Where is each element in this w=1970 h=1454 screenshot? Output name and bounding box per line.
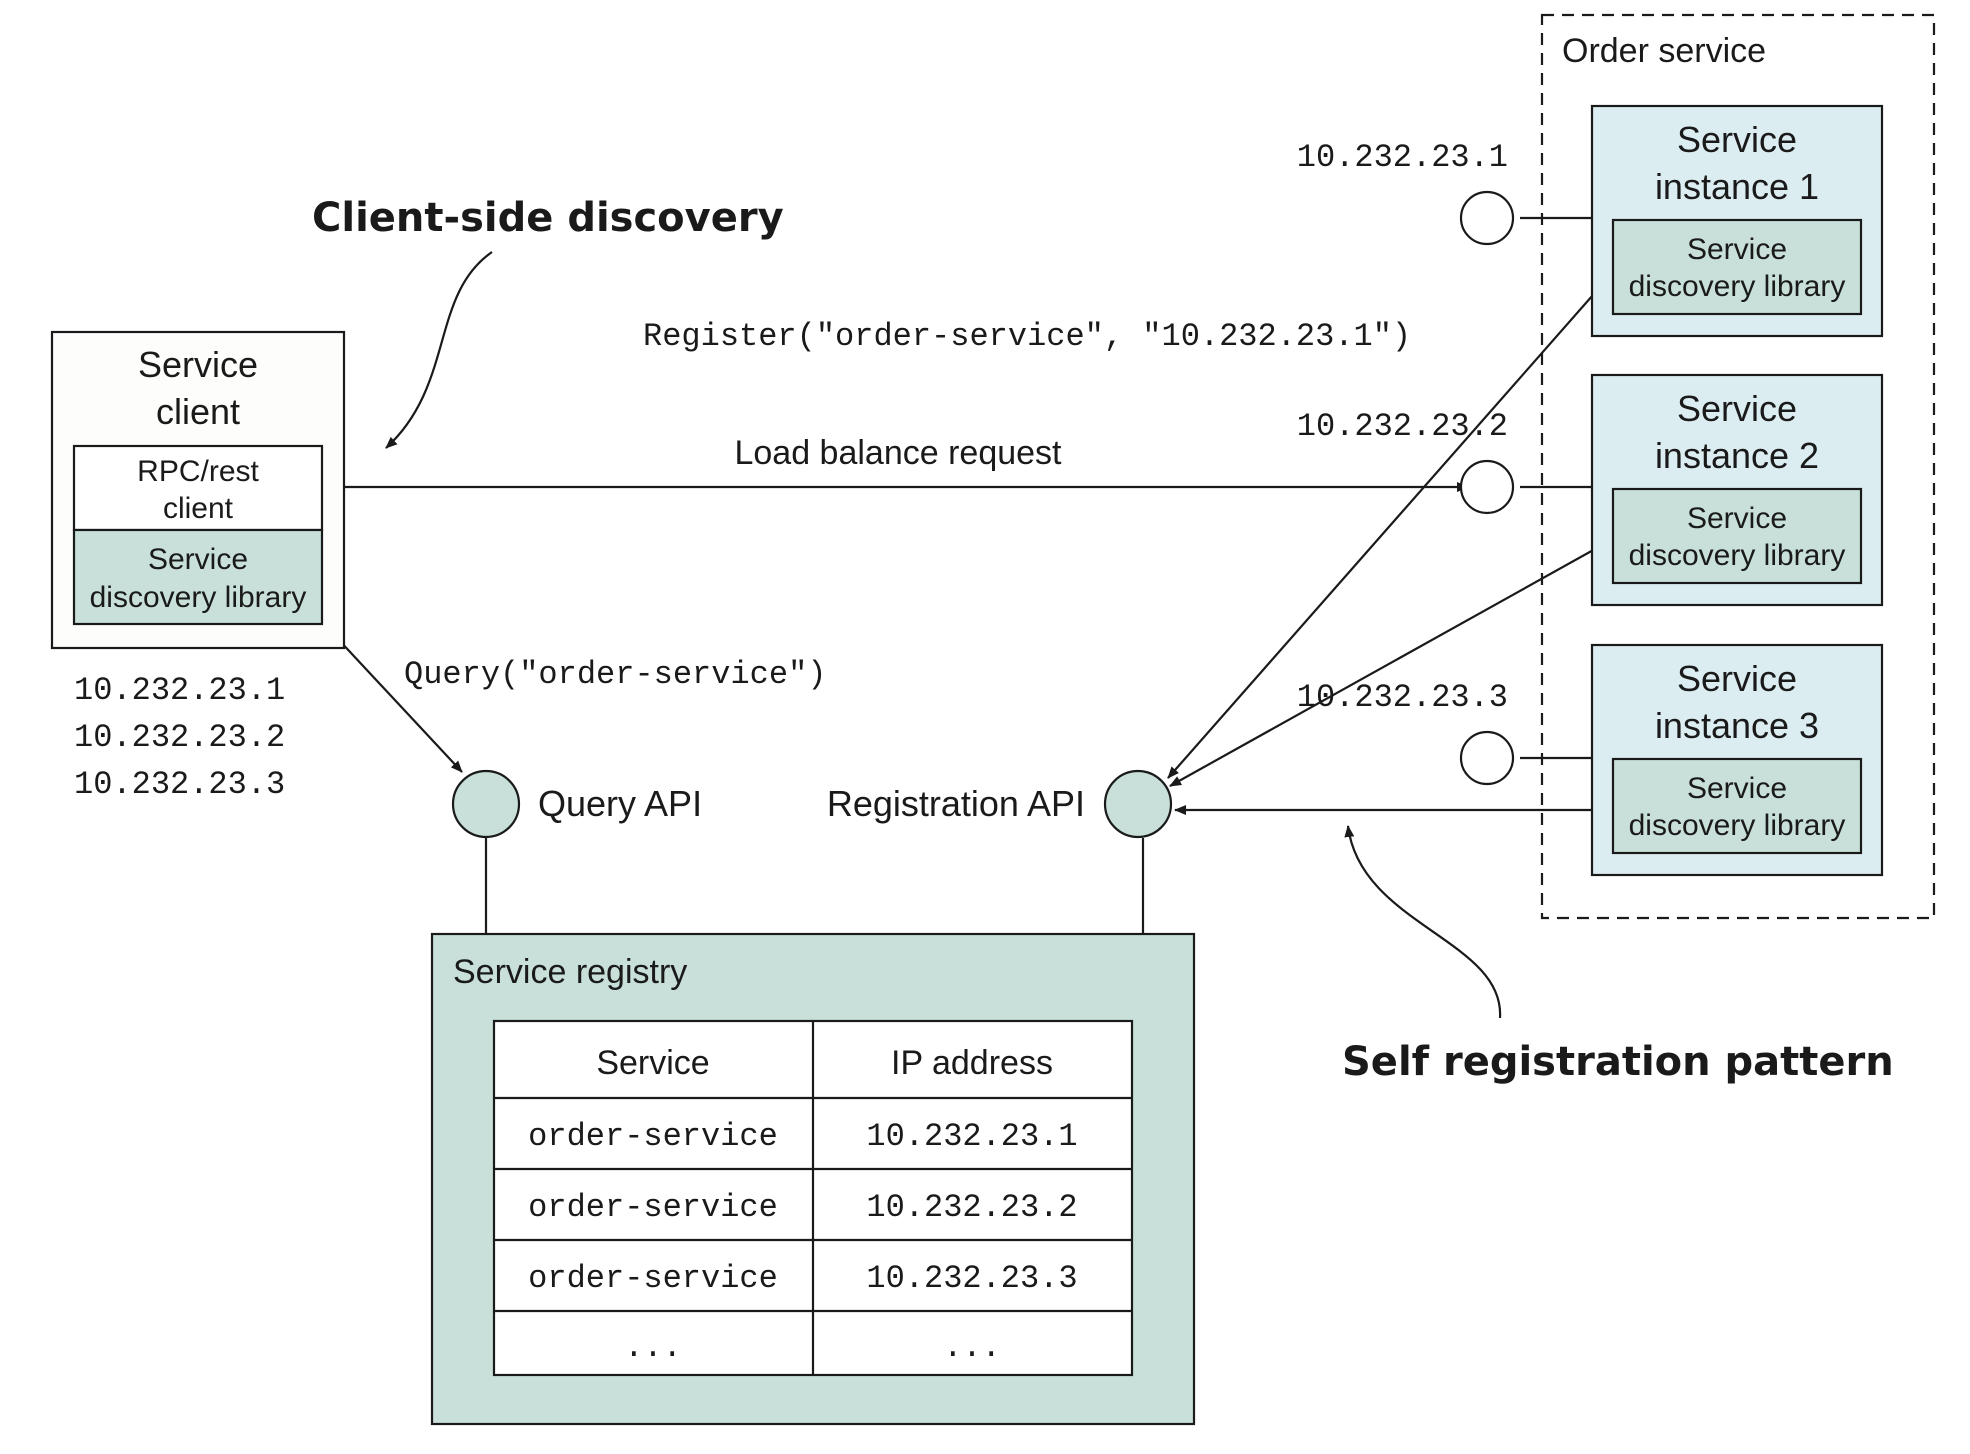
instance-2-port [1459, 459, 1515, 515]
instance-3-ip: 10.232.23.3 [1297, 679, 1508, 716]
instance-1-library-line2: discovery library [1629, 270, 1846, 303]
client-library-label-line1: Service [148, 543, 248, 576]
query-arrow [323, 623, 463, 773]
query-api-port [451, 769, 521, 839]
instance-2-library-line1: Service [1687, 502, 1787, 535]
instance-3-title-line2: instance 3 [1655, 705, 1819, 746]
table-header-ip: IP address [891, 1044, 1053, 1082]
instance-2-title-line1: Service [1677, 388, 1797, 429]
client-ip-3: 10.232.23.3 [74, 766, 285, 803]
table-row-2-ip: 10.232.23.2 [866, 1189, 1077, 1226]
table-header-service: Service [596, 1044, 709, 1082]
order-service-title: Order service [1562, 32, 1766, 70]
instance-2-library-line2: discovery library [1629, 539, 1846, 572]
instance-2-discovery-library [1611, 487, 1863, 585]
instance-2-ip: 10.232.23.2 [1297, 408, 1508, 445]
table-row-1-ip: 10.232.23.1 [866, 1118, 1077, 1155]
instance-1-title-line2: instance 1 [1655, 166, 1819, 207]
table-row-1-service: order-service [528, 1118, 778, 1155]
instance-1-ip: 10.232.23.1 [1297, 139, 1508, 176]
instance-3-port [1459, 730, 1515, 786]
table-row-4-ip: ... [943, 1329, 1001, 1366]
instance-1-discovery-library [1611, 218, 1863, 316]
query-call-label: Query("order-service") [404, 656, 826, 693]
client-ip-2: 10.232.23.2 [74, 719, 285, 756]
service-instance-1: Service instance 1 Service discovery lib… [1590, 104, 1884, 338]
table-row-4-service: ... [624, 1329, 682, 1366]
client-ip-1: 10.232.23.1 [74, 672, 285, 709]
instance-1-library-line1: Service [1687, 233, 1787, 266]
service-registry-title: Service registry [453, 953, 687, 991]
self-registration-pointer [1344, 825, 1502, 1019]
service-instance-3: Service instance 3 Service discovery lib… [1590, 643, 1884, 877]
self-registration-title: Self registration pattern [1342, 1039, 1894, 1085]
instance-2-title-line2: instance 2 [1655, 435, 1819, 476]
connectors [323, 216, 1623, 1019]
table-row-3-service: order-service [528, 1260, 778, 1297]
registry-table: Service IP address order-service 10.232.… [492, 1019, 1134, 1377]
table-row-3-ip: 10.232.23.3 [866, 1260, 1077, 1297]
rpc-rest-label-line2: client [163, 492, 234, 525]
client-ip-list: 10.232.23.1 10.232.23.2 10.232.23.3 [74, 672, 285, 803]
service-registry: Service registry Service IP address orde… [430, 932, 1196, 1426]
client-discovery-library-box [72, 528, 324, 626]
service-client: Service client RPC/rest client Service d… [50, 330, 346, 650]
table-row-2-service: order-service [528, 1189, 778, 1226]
client-side-pointer [385, 251, 493, 449]
service-instance-2: Service instance 2 Service discovery lib… [1590, 373, 1884, 607]
register-call-label: Register("order-service", "10.232.23.1") [643, 318, 1411, 355]
order-service-group: Order service Service instance 1 Service… [1540, 13, 1936, 920]
registration-api-label: Registration API [827, 783, 1085, 824]
service-client-title-line2: client [156, 391, 240, 432]
instance-3-title-line1: Service [1677, 658, 1797, 699]
rpc-rest-label-line1: RPC/rest [137, 455, 259, 488]
load-balance-label: Load balance request [734, 434, 1062, 472]
service-client-title-line1: Service [138, 344, 258, 385]
instance-1-title-line1: Service [1677, 119, 1797, 160]
client-side-discovery-title: Client-side discovery [312, 195, 784, 241]
instance-3-discovery-library [1611, 757, 1863, 855]
instance-1-port [1459, 190, 1515, 246]
rpc-rest-client-box [72, 444, 324, 532]
register-arrow-1 [1167, 261, 1623, 779]
client-library-label-line2: discovery library [90, 581, 307, 614]
instance-3-library-line1: Service [1687, 772, 1787, 805]
register-arrow-2 [1169, 533, 1623, 787]
instance-3-library-line2: discovery library [1629, 809, 1846, 842]
registration-api-port [1103, 769, 1173, 839]
query-api-label: Query API [538, 783, 702, 824]
